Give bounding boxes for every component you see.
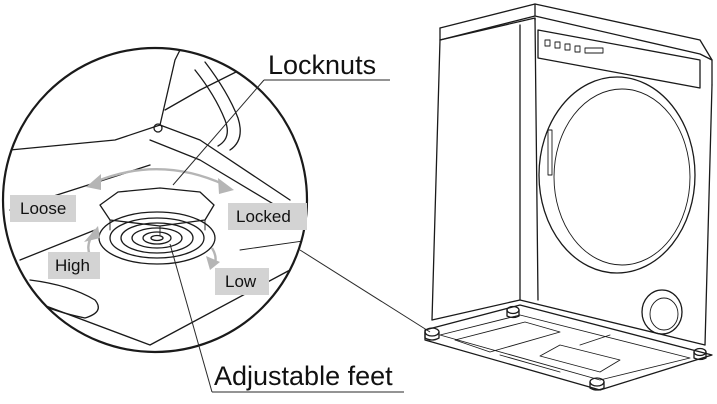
- svg-text:Loose: Loose: [20, 199, 66, 218]
- locknuts-callout: Locknuts: [172, 50, 390, 186]
- svg-text:High: High: [55, 256, 90, 275]
- rotation-arrow-top: [86, 168, 234, 194]
- tag-low: Low: [215, 268, 269, 295]
- tag-locked: Locked: [228, 203, 307, 230]
- adjustable-feet-callout: Adjustable feet: [169, 243, 404, 393]
- svg-text:Locked: Locked: [236, 207, 291, 226]
- tag-loose: Loose: [10, 195, 76, 222]
- locknuts-label: Locknuts: [268, 50, 376, 80]
- tag-high: High: [48, 252, 100, 279]
- washing-machine: [424, 3, 713, 391]
- magnifier-connector: [299, 249, 431, 333]
- svg-text:Low: Low: [225, 272, 257, 291]
- adjustable-feet-label: Adjustable feet: [214, 361, 393, 391]
- detail-magnifier: Loose Locked High Low: [1, 46, 309, 354]
